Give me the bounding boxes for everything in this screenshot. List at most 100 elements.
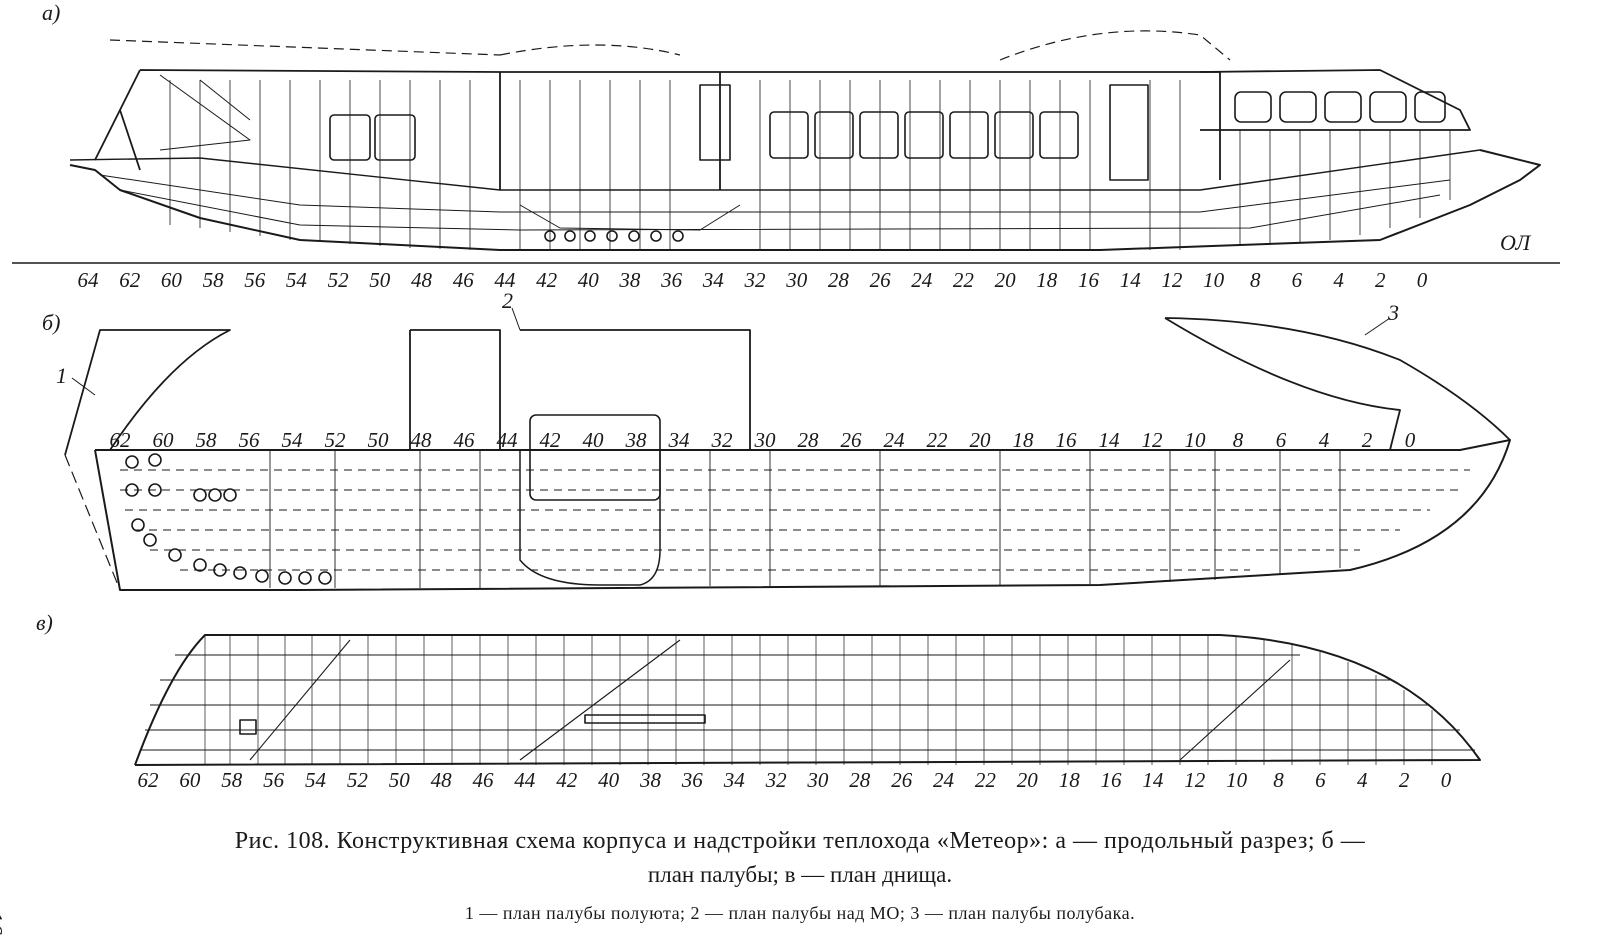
frame-number: 44 xyxy=(514,768,536,792)
frame-number: 60 xyxy=(161,268,183,292)
frame-number: 52 xyxy=(347,768,369,792)
frame-number: 28 xyxy=(849,768,871,792)
frame-number: 46 xyxy=(454,428,476,452)
frame-number: 44 xyxy=(497,428,519,452)
frame-number: 20 xyxy=(995,268,1017,292)
frame-number: 30 xyxy=(754,428,777,452)
frame-number: 12 xyxy=(1142,428,1164,452)
frame-number: 18 xyxy=(1013,428,1035,452)
frame-number: 52 xyxy=(328,268,350,292)
frame-number: 62 xyxy=(119,268,141,292)
frame-number: 0 xyxy=(1405,428,1416,452)
page-number: 16 xyxy=(0,912,6,936)
frame-number: 50 xyxy=(369,268,391,292)
frame-number: 58 xyxy=(203,268,225,292)
figure-caption-line-1: Рис. 108. Конструктивная схема корпуса и… xyxy=(234,828,1366,854)
frame-number: 4 xyxy=(1333,268,1344,292)
frame-number: 22 xyxy=(953,268,975,292)
frame-number: 38 xyxy=(639,768,662,792)
frame-number: 40 xyxy=(578,268,600,292)
frame-number: 14 xyxy=(1120,268,1142,292)
frame-number: 38 xyxy=(618,268,641,292)
figure-caption-line-2: план палубы; в — план днища. xyxy=(647,862,953,887)
frame-number: 40 xyxy=(583,428,605,452)
frame-number: 52 xyxy=(325,428,347,452)
frame-number: 62 xyxy=(138,768,160,792)
bottom-plan xyxy=(134,634,1481,766)
callout-1: 1 xyxy=(56,363,67,388)
frame-number: 36 xyxy=(681,768,704,792)
frame-number: 14 xyxy=(1142,768,1164,792)
frame-number: 6 xyxy=(1292,268,1303,292)
frame-number: 20 xyxy=(1017,768,1039,792)
frame-number: 38 xyxy=(625,428,648,452)
frame-number: 64 xyxy=(78,268,100,292)
frame-number: 2 xyxy=(1375,268,1386,292)
frame-number: 18 xyxy=(1059,768,1081,792)
frame-number: 46 xyxy=(473,768,495,792)
figure-legend: 1 — план палубы полуюта; 2 — план палубы… xyxy=(464,903,1136,923)
frame-number: 6 xyxy=(1315,768,1326,792)
frame-number: 48 xyxy=(411,268,433,292)
baseline-label: ОЛ xyxy=(1500,230,1531,255)
panel-b-label: б) xyxy=(42,310,60,335)
frame-number: 18 xyxy=(1036,268,1058,292)
frame-number: 4 xyxy=(1319,428,1330,452)
frame-number: 12 xyxy=(1184,768,1206,792)
frame-number: 4 xyxy=(1357,768,1368,792)
frame-number: 14 xyxy=(1099,428,1121,452)
frame-number: 56 xyxy=(263,768,285,792)
frame-number: 50 xyxy=(389,768,411,792)
frame-number: 0 xyxy=(1417,268,1428,292)
frame-number: 58 xyxy=(221,768,243,792)
frame-number: 32 xyxy=(711,428,734,452)
frame-number: 54 xyxy=(305,768,327,792)
frame-number: 60 xyxy=(153,428,175,452)
frame-number: 24 xyxy=(933,768,955,792)
frame-number: 42 xyxy=(556,768,578,792)
frame-number: 10 xyxy=(1203,268,1225,292)
frame-number: 0 xyxy=(1441,768,1452,792)
frame-number: 6 xyxy=(1276,428,1287,452)
frame-number: 8 xyxy=(1233,428,1244,452)
frame-number: 16 xyxy=(1078,268,1100,292)
frame-number: 32 xyxy=(744,268,767,292)
panel-a-label: а) xyxy=(42,0,60,25)
frame-number: 34 xyxy=(668,428,691,452)
frame-number: 40 xyxy=(598,768,620,792)
frame-number: 36 xyxy=(660,268,683,292)
deck-plan xyxy=(64,307,1511,591)
frame-number: 30 xyxy=(785,268,808,292)
frame-number: 2 xyxy=(1399,768,1410,792)
frame-number: 46 xyxy=(453,268,475,292)
frame-number: 54 xyxy=(286,268,308,292)
frame-number: 28 xyxy=(798,428,820,452)
frame-number: 54 xyxy=(282,428,304,452)
frame-number: 30 xyxy=(806,768,829,792)
frame-number: 22 xyxy=(927,428,949,452)
frame-number: 56 xyxy=(239,428,261,452)
frame-number: 10 xyxy=(1226,768,1248,792)
frame-number: 16 xyxy=(1056,428,1078,452)
longitudinal-section xyxy=(12,30,1560,264)
callout-2: 2 xyxy=(502,288,513,313)
frame-number: 50 xyxy=(368,428,390,452)
frame-number: 24 xyxy=(911,268,933,292)
frame-number: 26 xyxy=(841,428,863,452)
frame-number: 20 xyxy=(970,428,992,452)
frame-number: 60 xyxy=(179,768,201,792)
frame-number: 26 xyxy=(891,768,913,792)
frame-number: 48 xyxy=(431,768,453,792)
frame-number: 28 xyxy=(828,268,850,292)
frame-number: 8 xyxy=(1273,768,1284,792)
frame-number: 34 xyxy=(702,268,725,292)
frame-number: 56 xyxy=(244,268,266,292)
panel-c-label: в) xyxy=(36,610,53,635)
frame-number: 12 xyxy=(1161,268,1183,292)
frame-number: 2 xyxy=(1362,428,1373,452)
frame-number: 44 xyxy=(494,268,516,292)
